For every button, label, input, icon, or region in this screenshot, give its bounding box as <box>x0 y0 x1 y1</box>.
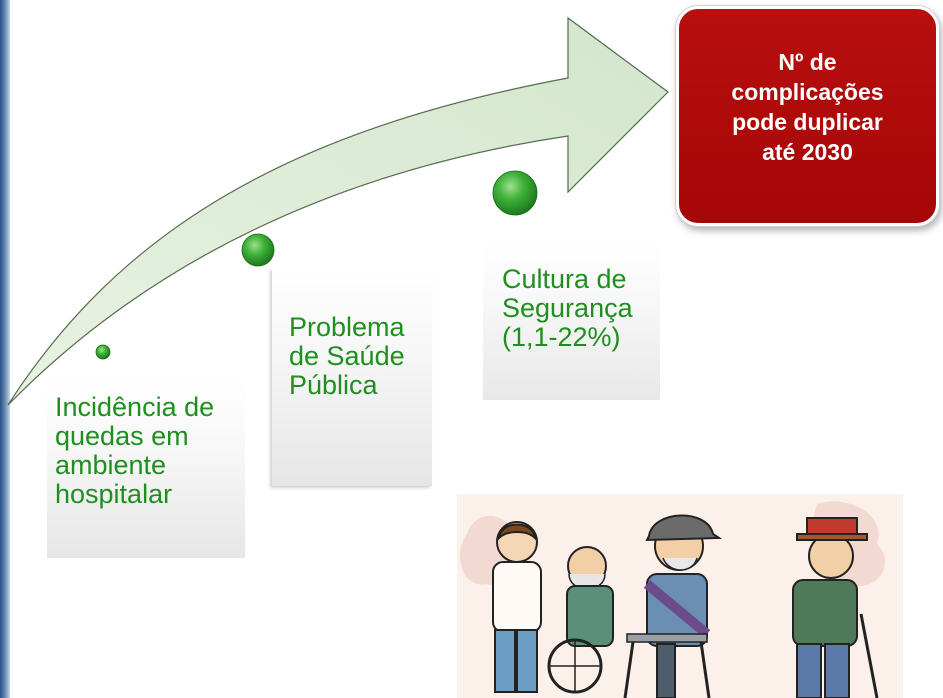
step-label-problema: Problema de Saúde Pública <box>289 312 405 400</box>
elderly-people-cartoon-icon <box>457 494 903 698</box>
step-dot-1 <box>95 344 111 360</box>
step-card-3 <box>483 242 660 400</box>
highlight-box: Nº de complicações pode duplicar até 203… <box>676 6 939 226</box>
highlight-text: Nº de complicações pode duplicar até 203… <box>731 49 884 165</box>
step-label-cultura: Cultura de Segurança (1,1-22%) <box>502 264 633 352</box>
step-dot-2 <box>241 233 275 267</box>
step-card-1 <box>47 378 245 558</box>
step-label-incidencia: Incidência de quedas em ambiente hospita… <box>55 392 215 509</box>
step-card-2 <box>272 268 432 486</box>
curved-arrow <box>7 16 669 406</box>
step-dot-3 <box>492 170 538 216</box>
left-decorative-strip <box>0 0 10 698</box>
